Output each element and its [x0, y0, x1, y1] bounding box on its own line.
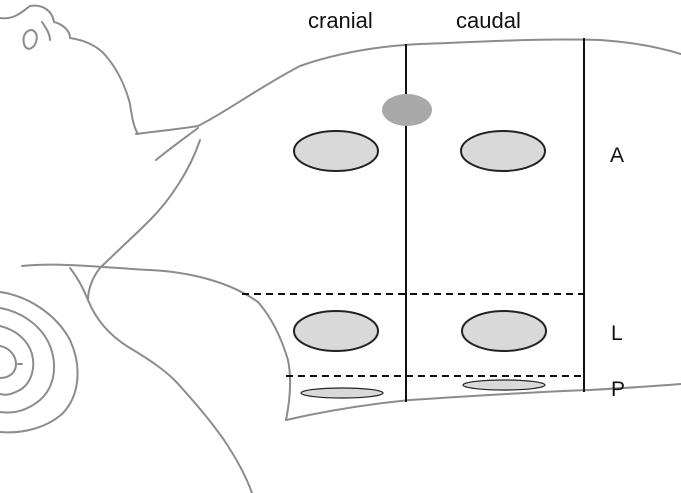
- probe-position-posterior-cranial: [301, 388, 383, 398]
- column-label-caudal: caudal: [456, 10, 521, 32]
- neck-fold: [156, 128, 198, 160]
- nipple-landmark: [382, 94, 432, 126]
- upper-arm-underside: [70, 268, 88, 300]
- probe-position-posterior-caudal: [463, 380, 545, 390]
- axilla-fold: [88, 140, 200, 300]
- column-label-cranial: cranial: [308, 10, 373, 32]
- zone-label-lateral: L: [611, 323, 623, 344]
- probe-position-anterior-caudal: [461, 131, 545, 171]
- zone-label-posterior: P: [611, 379, 625, 400]
- probe-position-anterior-cranial: [294, 131, 378, 171]
- upper-arm-outline: [22, 265, 290, 420]
- probe-position-lateral-caudal: [462, 311, 546, 351]
- zone-label-anterior: A: [610, 145, 624, 166]
- elbow-middle-contour: [0, 308, 54, 413]
- hair-strand: [42, 22, 50, 40]
- elbow-core-contour: [0, 346, 16, 378]
- head-outline: [0, 6, 138, 134]
- arm-contour: [88, 300, 252, 493]
- ear-outline: [23, 30, 36, 49]
- elbow-outer-contour: [0, 292, 78, 432]
- probe-position-lateral-cranial: [294, 311, 378, 351]
